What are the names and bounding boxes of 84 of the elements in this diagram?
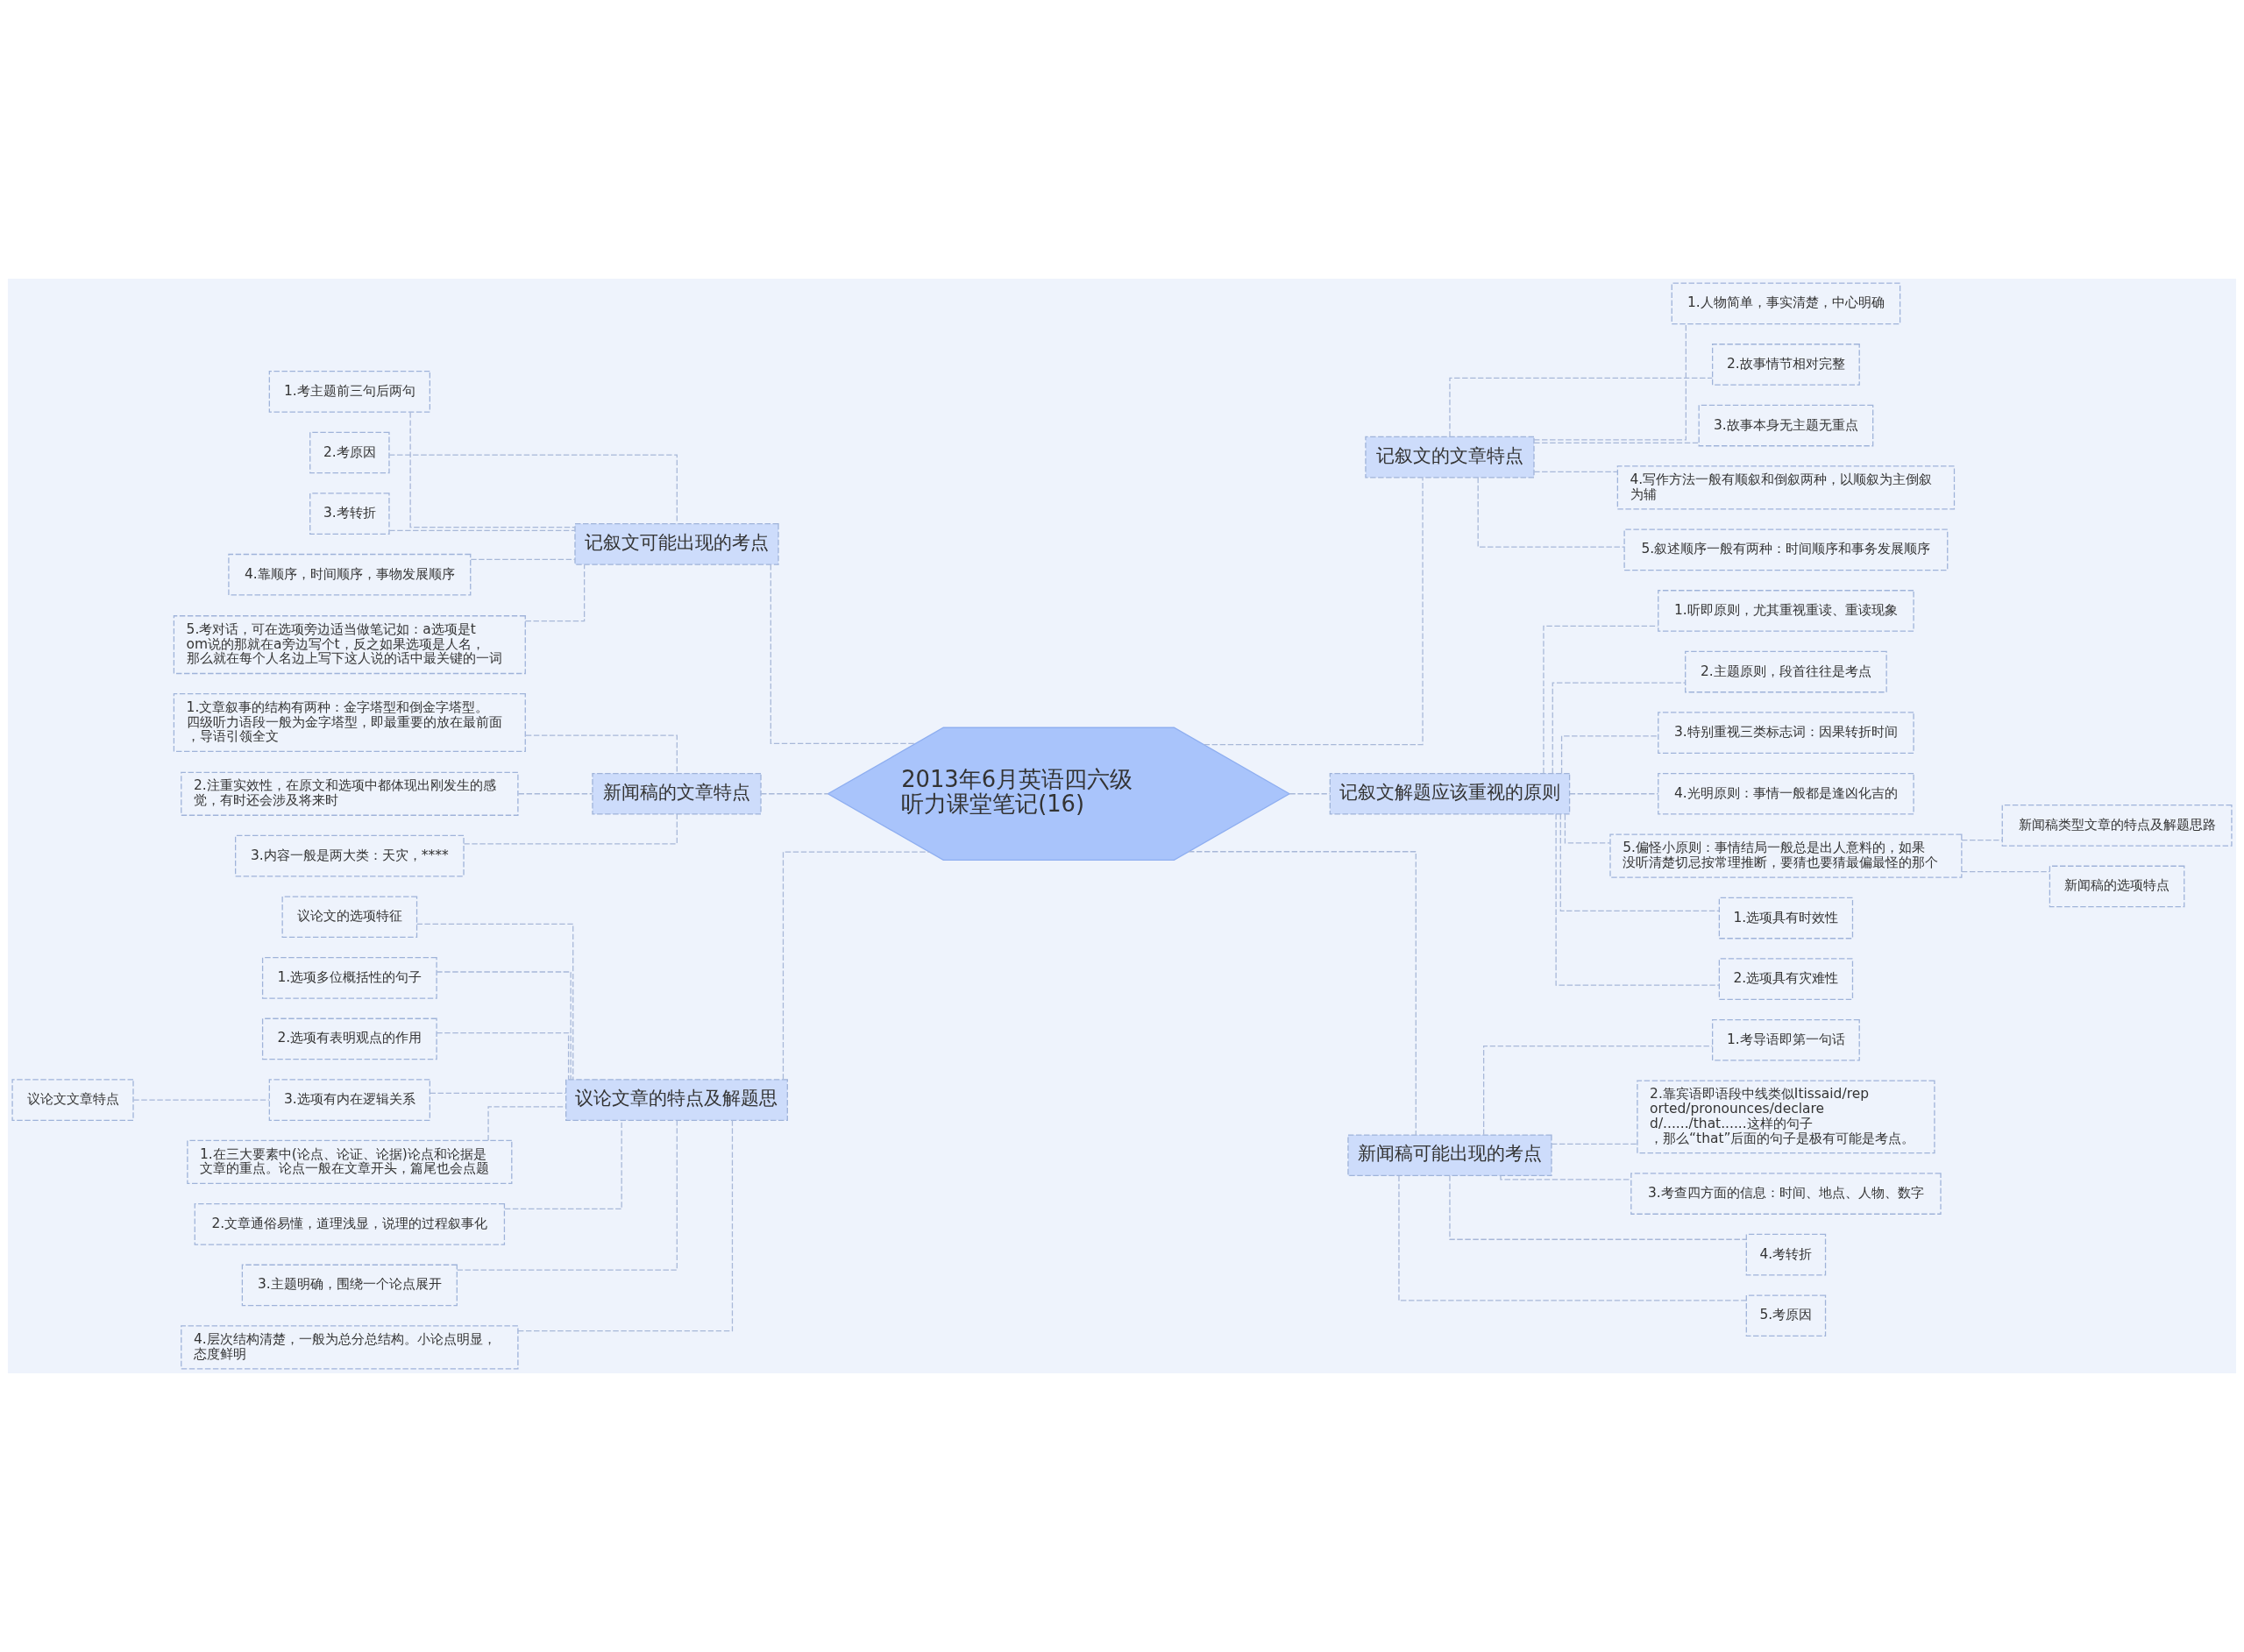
node-box: 2.注重实效性，在原文和选项中都体现出刚发生的感觉，有时还会涉及将来时 <box>181 771 519 816</box>
connector <box>517 1119 734 1332</box>
node-box: 1.选项多位概括性的句子 <box>261 957 437 999</box>
node-box: 3.故事本身无主题无重点 <box>1698 404 1874 447</box>
node-box: 1.在三大要素中(论点、论证、论据)论点和论据是文章的重点。论点一般在文章开头，篇尾也会点题 <box>187 1139 513 1185</box>
connector <box>525 734 678 775</box>
connector <box>1551 1143 1638 1145</box>
node-box: 5.考对话，可在选项旁边适当做笔记如：a选项是tom说的那就在a旁边写个t，反之如果选项是人名，那么就在每个人名边上写下这人说的话中最关键的一词 <box>173 615 526 675</box>
node-box: 5.叙述顺序一般有两种：时间顺序和事务发展顺序 <box>1623 528 1949 571</box>
node-box: 4.写作方法一般有顺叙和倒叙两种，以顺叙为主倒叙为辅 <box>1616 465 1956 510</box>
connector <box>1449 377 1713 438</box>
connector <box>1500 1174 1632 1181</box>
connector <box>132 1099 270 1101</box>
connector <box>1477 477 1625 548</box>
connector <box>1533 471 1618 473</box>
connector <box>1555 813 1720 986</box>
node-box: 4.考转折 <box>1745 1233 1827 1276</box>
connector <box>1564 813 1611 844</box>
connector <box>760 793 829 795</box>
node-box: 议论文的选项特征 <box>281 896 418 939</box>
node-box: 新闻稿的选项特点 <box>2049 865 2185 908</box>
node-box: 4.靠顺序，时间顺序，事物发展顺序 <box>228 553 472 596</box>
node-box: 2.靠宾语即语段中线类似Itissaid/reported/pronounces/declared/....../that......这样的句子，那么“that”后面的句子是极有可能是考点。 <box>1637 1080 1935 1154</box>
node-box: 2.考原因 <box>309 431 390 474</box>
connector <box>487 1106 566 1141</box>
node-box: 记叙文的文章特点 <box>1365 436 1535 479</box>
node-box: 议论文文章特点 <box>11 1079 134 1121</box>
node-box: 1.选项具有时效性 <box>1718 897 1854 939</box>
connector <box>1533 442 1700 443</box>
node-box: 新闻稿可能出现的考点 <box>1347 1134 1552 1177</box>
connector <box>517 793 593 795</box>
node-box: 3.选项有内在逻辑关系 <box>268 1079 430 1121</box>
node-box: 5.偏怪小原则：事情结局一般总是出人意料的，如果没听清楚切忌按常理推断，要猜也要猜最偏最怪的那个 <box>1609 833 1963 878</box>
connector <box>457 1119 678 1271</box>
connector <box>504 1119 622 1210</box>
connector <box>409 411 576 528</box>
node-box: 3.考查四方面的信息：时间、地点、人物、数字 <box>1630 1173 1942 1215</box>
node-box: 3.特别重视三类标志词：因果转折时间 <box>1658 712 1914 754</box>
connector <box>1552 682 1687 775</box>
node-box: 2.选项具有灾难性 <box>1718 958 1854 1000</box>
connector <box>1569 793 1659 795</box>
node-box: 2.文章通俗易懂，道理浅显，说理的过程叙事化 <box>194 1203 506 1245</box>
connector <box>524 564 586 622</box>
node-box: 1.考主题前三句后两句 <box>268 371 430 413</box>
connector <box>1961 871 2050 873</box>
node-box: 记叙文可能出现的考点 <box>574 523 779 565</box>
connector <box>470 558 576 560</box>
connector <box>416 923 574 1081</box>
connector <box>1188 851 1417 1136</box>
connector <box>1961 839 2003 841</box>
connector <box>436 1032 570 1081</box>
connector <box>436 971 572 1081</box>
node-box: 1.人物简单，事实清楚，中心明确 <box>1671 282 1901 325</box>
node-box: 1.听即原则，尤其重视重读、重读现象 <box>1658 590 1914 632</box>
node-box: 3.内容一般是两大类：天灾，**** <box>235 834 465 877</box>
connector <box>1449 1174 1747 1240</box>
node-box: 5.考原因 <box>1745 1294 1827 1337</box>
node-box: 2.主题原则，段首往往是考点 <box>1685 650 1887 693</box>
connector <box>388 529 576 532</box>
node-box: 议论文章的特点及解题思 <box>565 1079 788 1121</box>
node-box: 4.光明原则：事情一般都是逢凶化吉的 <box>1658 772 1914 815</box>
connector <box>1398 1174 1747 1301</box>
connector <box>1560 735 1659 774</box>
connector <box>1559 813 1720 912</box>
node-box: 2.故事情节相对完整 <box>1712 344 1860 386</box>
node-box: 4.层次结构清楚，一般为总分总结构。小论点明显，态度鲜明 <box>181 1325 519 1370</box>
node-box: 新闻稿的文章特点 <box>592 772 762 815</box>
connector <box>1289 793 1331 795</box>
connector <box>1483 1046 1714 1136</box>
node-box: 新闻稿类型文章的特点及解题思路 <box>2001 805 2233 847</box>
connector <box>770 564 917 744</box>
connector <box>429 1092 566 1094</box>
connector <box>1543 625 1659 774</box>
node-box: 3.主题明确，围绕一个论点展开 <box>241 1264 458 1307</box>
node-box: 2.选项有表明观点的作用 <box>261 1017 437 1060</box>
node-box: 3.考转折 <box>309 493 390 535</box>
connector <box>1533 323 1687 441</box>
connector <box>463 813 678 845</box>
connector <box>388 454 678 524</box>
node-box: 1.考导语即第一句话 <box>1712 1018 1860 1061</box>
node-box: 记叙文解题应该重视的原则 <box>1329 772 1571 815</box>
node-box: 1.文章叙事的结构有两种：金字塔型和倒金字塔型。四级听力语段一般为金字塔型，即最重要的放在最前面，导语引领全文 <box>173 693 526 753</box>
connector <box>1204 477 1424 746</box>
connector <box>782 851 930 1081</box>
